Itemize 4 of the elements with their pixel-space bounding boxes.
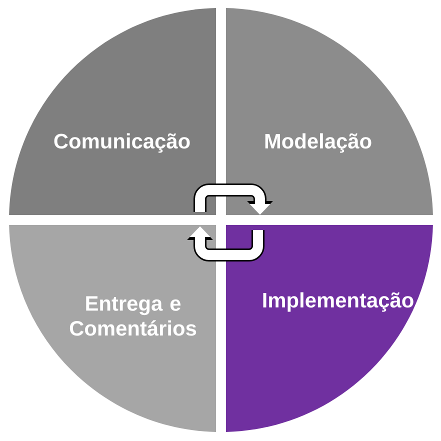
circle-quadrant: Modelação bbox=[226, 8, 433, 215]
circle-quadrant: Entrega e Comentários bbox=[9, 225, 216, 432]
circle-quadrant: Comunicação bbox=[9, 8, 216, 215]
circle-quadrant: Implementação bbox=[226, 225, 433, 432]
